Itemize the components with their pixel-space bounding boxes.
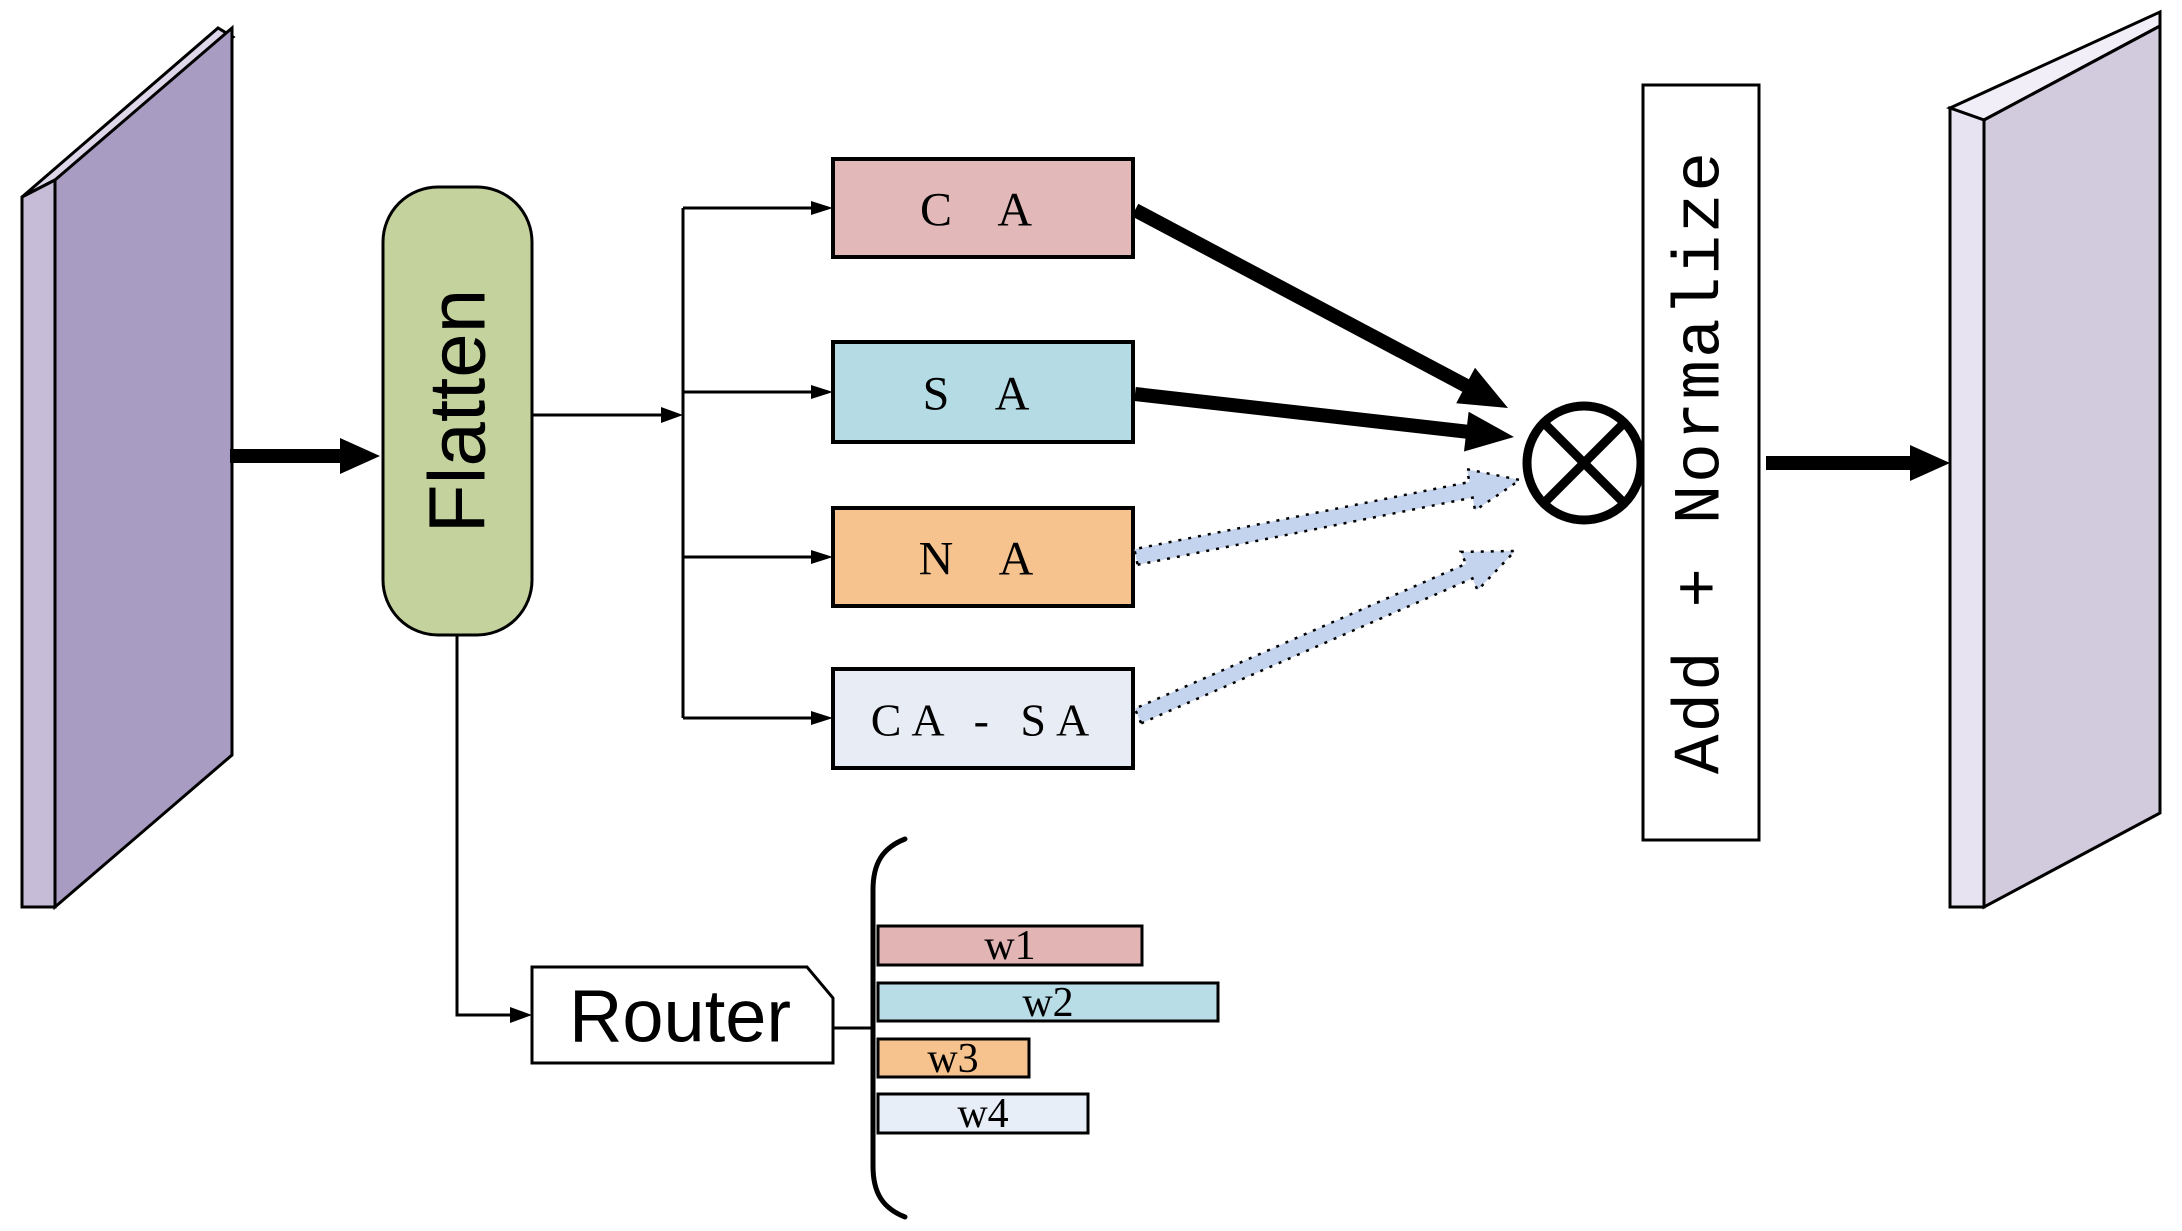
branch-arrowhead-sa xyxy=(811,385,833,399)
branch-arrowhead-ca xyxy=(811,201,833,215)
weight-bar-w2: w2 xyxy=(876,980,1220,1026)
weight-bar-w4-rect xyxy=(876,1092,1090,1135)
expert-na-box xyxy=(831,506,1135,608)
input-tensor-side-face xyxy=(20,177,57,909)
expert-sa: S A xyxy=(831,340,1135,444)
branch-arrowhead-na xyxy=(811,550,833,564)
router-branch xyxy=(455,635,532,1023)
weight-bar-w3: w3 xyxy=(876,1036,1031,1082)
weight-bar-w1-label: w1 xyxy=(984,923,1035,969)
na-output-arrow-dotted xyxy=(1132,467,1524,567)
input-tensor xyxy=(20,24,236,911)
input-arrow xyxy=(230,438,380,474)
router-box xyxy=(530,965,835,1065)
expert-sa-label: S A xyxy=(923,368,1048,421)
weight-bar-w4-label: w4 xyxy=(957,1091,1008,1137)
weight-bar-w2-rect xyxy=(876,981,1220,1023)
weight-bar-w1: w1 xyxy=(876,923,1144,969)
expert-sa-box xyxy=(831,340,1135,444)
flatten-block: Flatten xyxy=(381,185,534,637)
expert-na: N A xyxy=(831,506,1135,608)
sa-output-arrow xyxy=(1134,387,1514,452)
expert-ca-label: C A xyxy=(920,184,1050,237)
add-normalize-block: Add + Normalize xyxy=(1641,83,1761,842)
output-tensor-side-face xyxy=(1948,105,1986,909)
output-tensor-front-face xyxy=(1982,23,2162,910)
weight-bar-w4: w4 xyxy=(876,1091,1090,1137)
expert-ca-box xyxy=(831,157,1135,259)
weight-bar-w2-label: w2 xyxy=(1022,980,1073,1026)
router-block: Router xyxy=(530,965,835,1065)
casa-output-arrow-dotted xyxy=(1133,549,1518,725)
fanout-connectors xyxy=(532,201,833,725)
weights-brace xyxy=(870,836,908,1220)
expert-ca: C A xyxy=(831,157,1135,259)
expert-na-label: N A xyxy=(919,533,1052,586)
flatten-to-router-line xyxy=(455,635,512,1017)
weight-bar-w3-label: w3 xyxy=(927,1036,978,1082)
weight-bar-w3-rect xyxy=(876,1037,1031,1079)
flatten-out-arrowhead xyxy=(661,407,683,423)
ca-output-arrow xyxy=(1131,203,1508,408)
multiply-node xyxy=(1522,401,1646,525)
expert-casa: CA - SA xyxy=(831,667,1135,770)
expert-casa-label: CA - SA xyxy=(871,695,1099,746)
router-arrowhead xyxy=(510,1007,532,1023)
add-normalize-label: Add + Normalize xyxy=(1664,150,1739,774)
add-normalize-box xyxy=(1641,83,1761,842)
multiply-cross-line-2 xyxy=(1539,418,1629,508)
branch-arrowhead-casa xyxy=(811,711,833,725)
router-label: Router xyxy=(569,975,791,1058)
input-tensor-front-face xyxy=(53,24,234,911)
output-tensor xyxy=(1946,9,2162,910)
output-arrow xyxy=(1766,445,1950,481)
flatten-label: Flatten xyxy=(413,289,502,534)
expert-casa-box xyxy=(831,667,1135,770)
weight-bar-w1-rect xyxy=(876,924,1144,967)
